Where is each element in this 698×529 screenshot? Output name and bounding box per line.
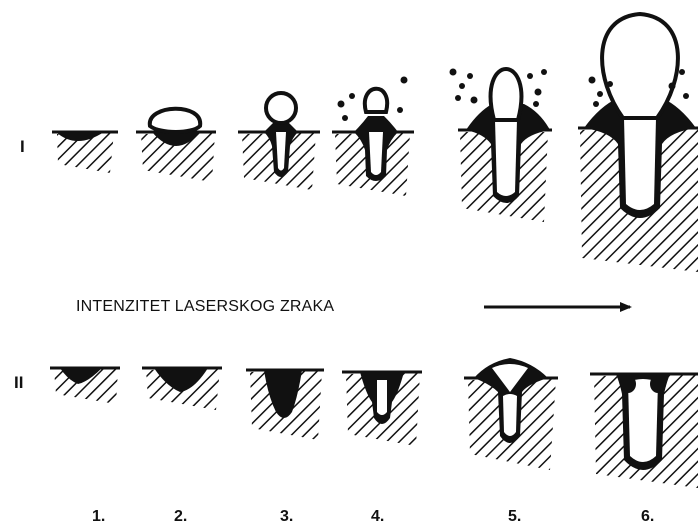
- step-label-2: 2.: [174, 508, 187, 525]
- stage-i-5: [450, 69, 553, 223]
- stage-ii-1: [50, 368, 120, 404]
- row-label-i: I: [20, 137, 25, 156]
- step-label-1: 1.: [92, 508, 105, 525]
- stage-i-6: [578, 14, 698, 272]
- stage-i-3: [238, 93, 320, 190]
- step-label-3: 3.: [280, 508, 293, 525]
- step-label-4: 4.: [371, 508, 384, 525]
- stage-ii-2: [142, 368, 222, 410]
- stage-i-2: [136, 109, 216, 182]
- stage-i-1: [52, 132, 118, 173]
- stage-ii-5: [464, 358, 558, 470]
- step-label-5: 5.: [508, 508, 521, 525]
- stage-ii-4: [342, 372, 422, 446]
- intensity-label: INTENZITET LASERSKOG ZRAKA: [76, 298, 334, 315]
- stage-i-4: [332, 77, 414, 197]
- step-label-6: 6.: [641, 508, 654, 525]
- stage-ii-3: [246, 370, 324, 440]
- stage-ii-6: [590, 374, 698, 488]
- row-label-ii: II: [14, 373, 23, 392]
